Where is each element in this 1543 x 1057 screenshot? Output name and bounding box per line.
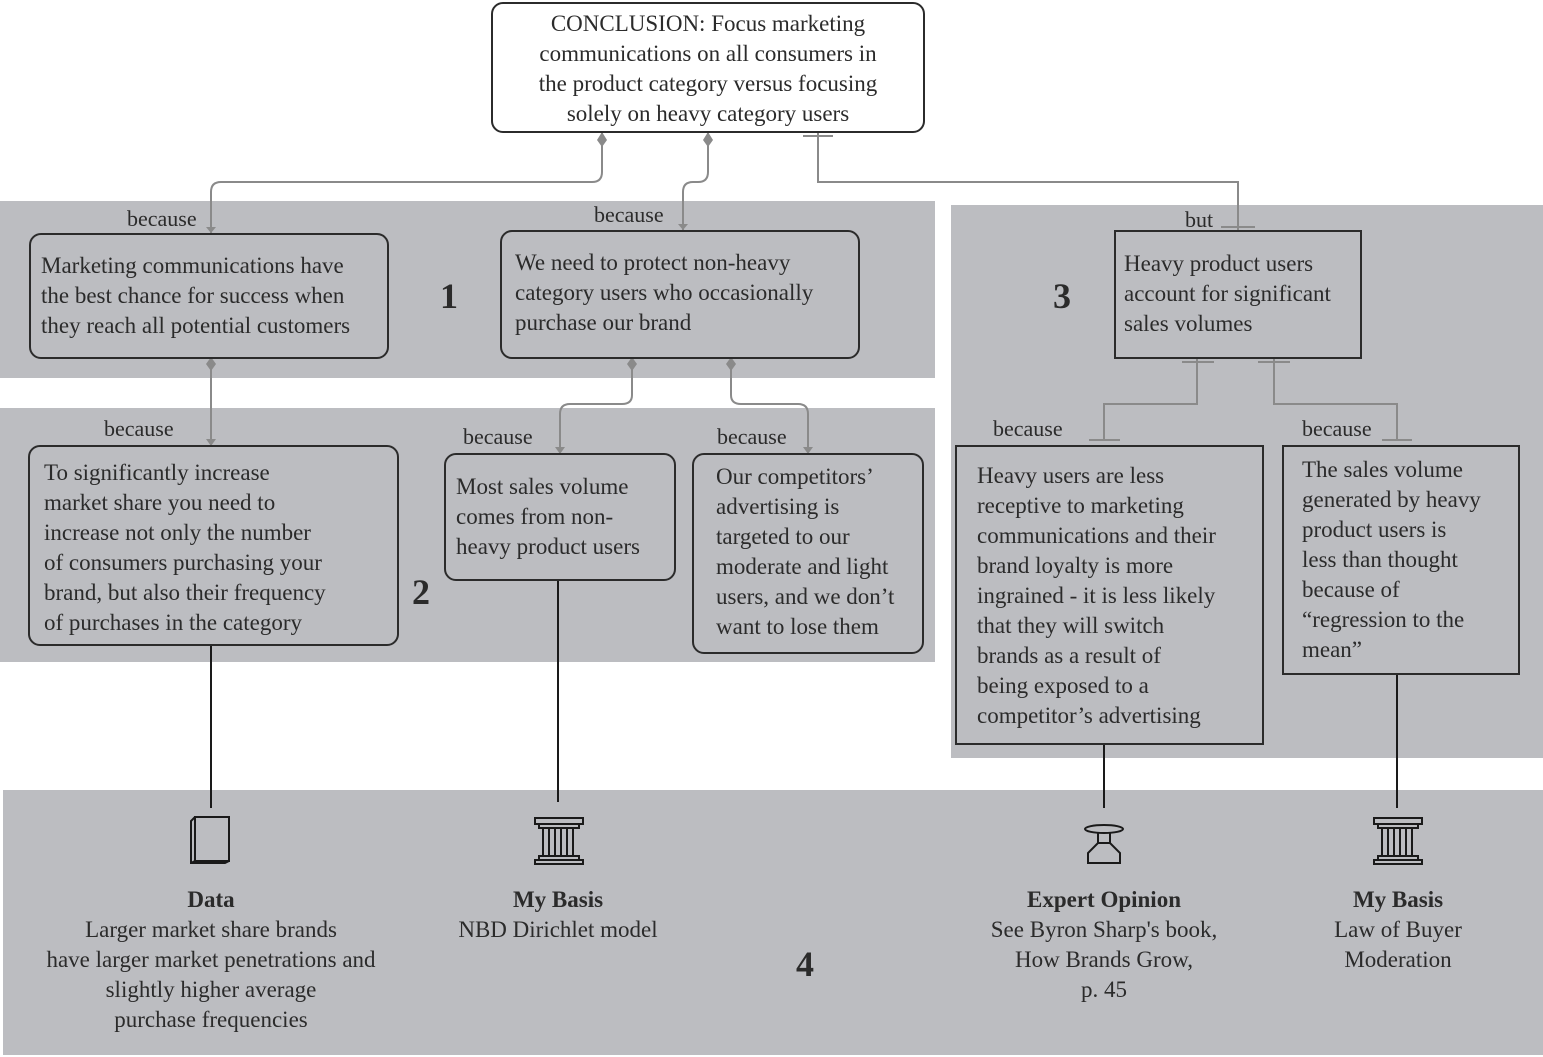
objection-box: Heavy product users account for signific… [1114,230,1362,359]
conclusion-box: CONCLUSION: Focus marketing communicatio… [491,2,925,133]
podium-icon [1084,824,1124,864]
reason-box-2: We need to protect non-heavy category us… [500,230,860,359]
band-4 [3,790,1543,1055]
arrow-r1-top [206,227,216,233]
because-label-r2: because [594,202,664,227]
pillar-icon [534,817,584,865]
book-icon [190,816,230,864]
section-number-4: 4 [796,944,814,984]
source-basis-2: My Basis Law of Buyer Moderation [1288,885,1508,975]
arrow-r5-top [803,447,813,454]
arrow-r2-bottom-left [627,357,637,371]
source-basis-1: My Basis NBD Dirichlet model [418,885,698,945]
rebuttal-text-1: Heavy users are less receptive to market… [977,463,1216,728]
arrow-r1-bottom [206,357,216,371]
wire-conclusion-objection [817,133,1239,230]
reason-text-4: Most sales volume comes from non- heavy … [456,474,640,559]
rebuttal-box-1: Heavy users are less receptive to market… [955,445,1264,745]
because-label-r3: because [104,416,174,441]
source-basis-2-title: My Basis [1352,887,1444,912]
source-basis-1-title: My Basis [512,887,604,912]
conclusion-text: CONCLUSION: Focus marketing communicatio… [538,11,878,126]
reason-box-1: Marketing communications have the best c… [29,233,389,359]
because-label-b2: because [1302,416,1372,441]
because-label-r4: because [463,424,533,449]
wire-r2-r5 [730,358,809,453]
because-label-r5: because [717,424,787,449]
because-label-r1: because [127,206,197,231]
source-basis-2-text: Law of Buyer Moderation [1334,917,1462,972]
reason-text-1: Marketing communications have the best c… [41,253,351,338]
objection-text: Heavy product users account for signific… [1124,251,1331,336]
wire-r2-r4 [559,358,633,453]
wire-conclusion-r1 [210,133,603,233]
reason-text-5: Our competitors’ advertising is targeted… [716,464,895,639]
arrow-conclusion-r1 [597,132,607,147]
reason-box-5: Our competitors’ advertising is targeted… [692,453,924,654]
section-number-3: 3 [1053,276,1071,316]
arrow-conclusion-r2 [703,132,713,147]
source-expert-text: See Byron Sharp's book, How Brands Grow,… [990,917,1218,1002]
section-number-1: 1 [440,276,458,316]
but-label-objection: but [1185,207,1214,232]
rebuttal-box-2: The sales volume generated by heavy prod… [1282,445,1520,675]
pillar-icon [1373,817,1423,865]
because-label-b1: because [993,416,1063,441]
source-data: Data Larger market share brands have lar… [11,885,411,1035]
source-expert-title: Expert Opinion [1026,887,1181,912]
reason-text-2: We need to protect non-heavy category us… [515,250,814,335]
wire-objection-b2 [1273,358,1398,440]
reason-text-3: To significantly increase market share y… [44,460,326,635]
source-data-title: Data [187,887,235,912]
section-number-2: 2 [412,572,430,612]
reason-box-4: Most sales volume comes from non- heavy … [444,453,676,581]
reason-box-3: To significantly increase market share y… [28,445,399,646]
source-basis-1-text: NBD Dirichlet model [458,917,658,942]
arrow-r2-bottom-right [726,357,736,371]
source-expert: Expert Opinion See Byron Sharp's book, H… [954,885,1254,1005]
rebuttal-text-2: The sales volume generated by heavy prod… [1302,457,1481,662]
arrow-r4-top [555,447,565,454]
arrow-r3-top [206,439,216,446]
source-data-text: Larger market share brands have larger m… [46,917,376,1032]
wire-objection-b1 [1103,358,1198,440]
arrow-r2-top [678,224,688,230]
wire-conclusion-r2 [682,133,709,230]
